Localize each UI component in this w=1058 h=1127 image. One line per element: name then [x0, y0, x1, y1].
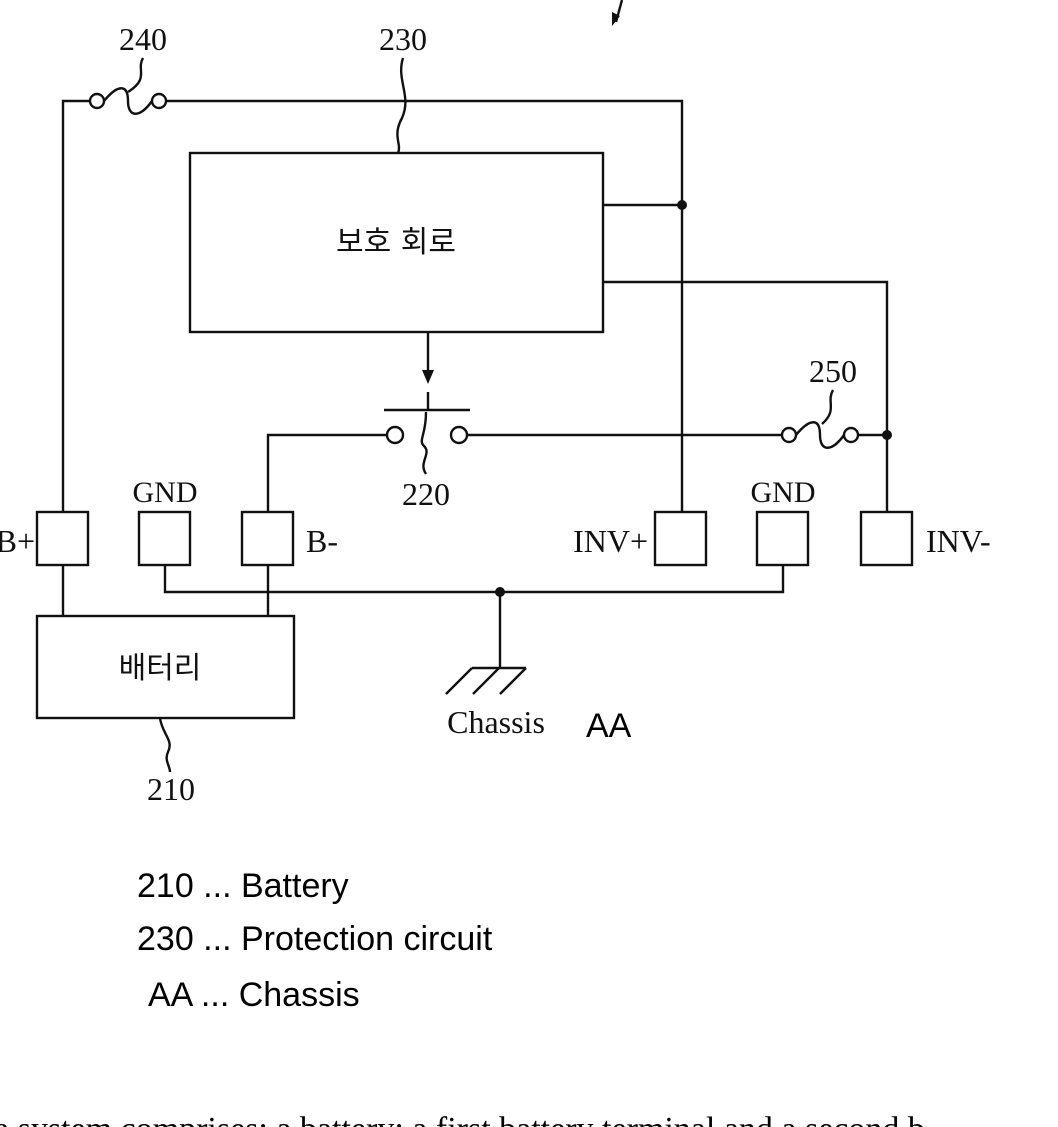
legend-item: AA ... Chassis	[148, 976, 360, 1014]
battery-label: 배터리	[119, 651, 202, 686]
footer-text: a system comprises: a battery; a first b…	[0, 1111, 925, 1127]
ref-230-leader	[397, 58, 405, 153]
terminal-gnd-1	[139, 512, 190, 565]
ref-240-leader	[128, 58, 143, 92]
chassis-marker: AA	[586, 707, 632, 745]
terminal-inv-minus-label: INV-	[926, 523, 991, 559]
terminal-b-plus-label: B+	[0, 523, 35, 559]
terminal-gnd-2-label: GND	[751, 476, 816, 509]
ref-220: 220	[402, 476, 450, 512]
b-minus-wire	[268, 435, 388, 512]
ref-230: 230	[379, 21, 427, 57]
b-plus-wire	[63, 101, 90, 512]
terminal-inv-plus	[655, 512, 706, 565]
ref-250-leader	[822, 390, 833, 424]
ref-210-leader	[160, 718, 170, 772]
ref-240: 240	[119, 21, 167, 57]
terminal-gnd-2	[757, 512, 808, 565]
legend-item: 210 ... Battery	[137, 867, 349, 905]
ref-250: 250	[809, 353, 857, 389]
control-arrow-head	[422, 370, 434, 384]
protection-circuit-label: 보호 회로	[336, 225, 456, 260]
terminal-gnd-1-label: GND	[133, 476, 198, 509]
chassis-label: Chassis	[447, 704, 545, 740]
terminal-inv-minus	[861, 512, 912, 565]
terminal-inv-plus-label: INV+	[573, 523, 648, 559]
terminal-b-minus	[242, 512, 293, 565]
ref-210: 210	[147, 771, 195, 807]
ground-bus-wire	[165, 565, 783, 592]
ref-220-leader	[422, 412, 427, 474]
terminal-b-minus-label: B-	[306, 523, 338, 559]
terminal-b-plus	[37, 512, 88, 565]
legend-item: 230 ... Protection circuit	[137, 920, 493, 958]
terminals	[37, 512, 912, 565]
switch-220	[387, 427, 467, 443]
legend: 210 ... Battery 230 ... Protection circu…	[137, 867, 493, 1014]
protection-to-inv-minus-wire	[603, 282, 887, 512]
fuse-240	[90, 88, 166, 114]
figure-pointer-arrow	[612, 0, 622, 26]
fuse-250	[782, 422, 858, 448]
